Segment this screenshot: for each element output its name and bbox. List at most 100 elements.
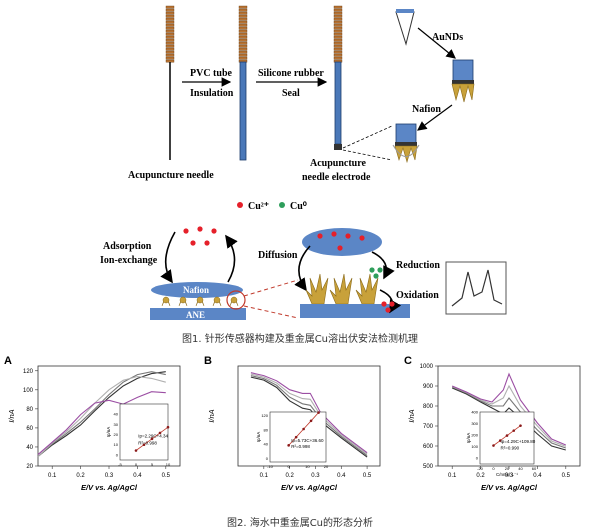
aunds-modified-tip xyxy=(451,59,475,103)
needle-handle-coil xyxy=(333,17,343,21)
inset-equation: Ip=5.73C+36.60 xyxy=(291,438,324,443)
step2-label-bottom: Seal xyxy=(282,88,300,99)
zoom-connector-top xyxy=(243,279,299,297)
ane-base xyxy=(150,308,246,320)
series-line-2 xyxy=(451,386,566,449)
gold-dendrite-detail xyxy=(329,273,353,305)
needle-handle-coil xyxy=(238,29,248,33)
inset-x-axis-label: C/nmol L⁻¹ xyxy=(496,472,518,477)
cu2-ion xyxy=(204,240,210,246)
inset-data-point xyxy=(505,434,509,437)
step2-label-top: Silicone rubber xyxy=(258,68,324,79)
inset-r-squared: R²=0.998 xyxy=(138,440,157,445)
inset-y-tick-label: 20 xyxy=(114,432,119,437)
y-tick-label: 80 xyxy=(26,407,33,413)
nafion-layer-label: Nafion xyxy=(183,285,209,295)
needle-handle-coil xyxy=(165,53,175,57)
cu2-legend-label: Cu²⁺ xyxy=(248,201,269,212)
sensor-schematic: PVC tube Insulation Silicone rubber Seal… xyxy=(100,5,507,320)
stripping-signal-curve xyxy=(451,269,503,307)
needle-handle-coil xyxy=(333,5,343,9)
series-line-4 xyxy=(37,391,166,456)
inset-y-tick-label: 0 xyxy=(266,456,269,461)
inset-x-tick-label: -5 xyxy=(118,462,122,467)
cu0-atom xyxy=(377,267,383,273)
needle-handle-coil xyxy=(333,35,343,39)
needle-handle-coil xyxy=(238,5,248,9)
y-axis-label: I/nA xyxy=(207,409,216,422)
figure2-caption: 图2. 海水中重金属Cu的形态分析 xyxy=(226,518,374,529)
inset-y-tick-label: 200 xyxy=(471,433,478,438)
figure1-caption: 图1. 针形传感器构建及重金属Cu溶出伏安法检测机理 xyxy=(181,334,419,345)
panel-letter: C xyxy=(404,355,412,367)
needle-handle-coil xyxy=(333,38,343,42)
inset-x-tick-label: -10 xyxy=(267,464,274,469)
panel-letter: A xyxy=(4,355,12,367)
inset-x-tick-label: 10 xyxy=(305,464,310,469)
x-tick-label: 0.4 xyxy=(133,473,142,479)
gold-dendrite-detail xyxy=(305,273,379,305)
needle-handle-coil xyxy=(165,32,175,36)
needle-handle-coil xyxy=(238,26,248,30)
diffusion-arc xyxy=(294,245,311,292)
x-tick-label: 0.4 xyxy=(533,473,542,479)
inset-y-tick-label: 300 xyxy=(471,421,478,426)
inset-x-tick-label: 20 xyxy=(324,464,329,469)
plot-frame xyxy=(237,365,381,467)
y-tick-label: 900 xyxy=(423,384,434,390)
inset-x-tick-label: 5 xyxy=(151,462,154,467)
diffusion-label: Diffusion xyxy=(258,250,298,261)
needle-handle-coil xyxy=(165,50,175,54)
needle-handle-coil xyxy=(333,56,343,60)
series-line-3 xyxy=(250,373,368,455)
needle-handle-coil xyxy=(165,17,175,21)
needle-handle-coil xyxy=(333,53,343,57)
pipette-cap xyxy=(396,9,414,13)
inset-data-point xyxy=(492,444,495,447)
inset-data-point xyxy=(294,435,298,439)
y-axis-label: I/nA xyxy=(7,409,16,422)
inset-x-tick-label: 0 xyxy=(492,466,495,471)
x-tick-label: 0.3 xyxy=(105,473,114,479)
needle-handle-coil xyxy=(333,29,343,33)
needle-handle-coil xyxy=(333,20,343,24)
inset-x-tick-label: 20 xyxy=(505,466,510,471)
needle-handle-coil xyxy=(165,14,175,18)
inset-y-tick-label: 30 xyxy=(114,422,119,427)
needle-handle-coil xyxy=(238,44,248,48)
electrode-caption-line2: needle electrode xyxy=(302,172,371,183)
needle-handle-coil xyxy=(238,41,248,45)
series-line-1 xyxy=(451,387,566,451)
zoom-connector-bottom xyxy=(243,305,299,319)
needle-handle-coil xyxy=(333,41,343,45)
series-line-4 xyxy=(451,372,567,446)
x-axis-label: E/V vs. Ag/AgCl xyxy=(81,483,138,492)
x-tick-label: 0.1 xyxy=(260,473,269,479)
needle-handle-coil xyxy=(333,44,343,48)
needle-handle-coil xyxy=(238,38,248,42)
inset-y-tick-label: 40 xyxy=(114,412,119,417)
needle-handle-coil xyxy=(165,26,175,30)
series-line-3 xyxy=(451,384,566,447)
gold-nanodendrite-head xyxy=(196,296,204,304)
x-axis-label: E/V vs. Ag/AgCl xyxy=(281,483,338,492)
needle-handle-coil xyxy=(333,14,343,18)
inset-data-point xyxy=(158,431,162,435)
cu2-ion xyxy=(359,235,365,241)
x-tick-label: 0.3 xyxy=(505,473,514,479)
oxidation-label: Oxidation xyxy=(396,290,439,301)
electrode-tube xyxy=(334,61,342,145)
zoom-line-top xyxy=(342,125,393,149)
cu2-released-ion xyxy=(389,301,395,307)
needle-handle-coil xyxy=(165,23,175,27)
needle-handle-coil xyxy=(165,11,175,15)
inset-y-tick-label: 0 xyxy=(116,452,119,457)
inset-equation: Ip=4.29C+109.80 xyxy=(501,439,536,444)
y-tick-label: 500 xyxy=(423,464,434,470)
needle-handle-coil xyxy=(333,11,343,15)
oxidation-arc xyxy=(379,289,402,314)
inset-r-squared: R²=0.990 xyxy=(501,445,520,450)
x-tick-label: 0.2 xyxy=(285,473,294,479)
